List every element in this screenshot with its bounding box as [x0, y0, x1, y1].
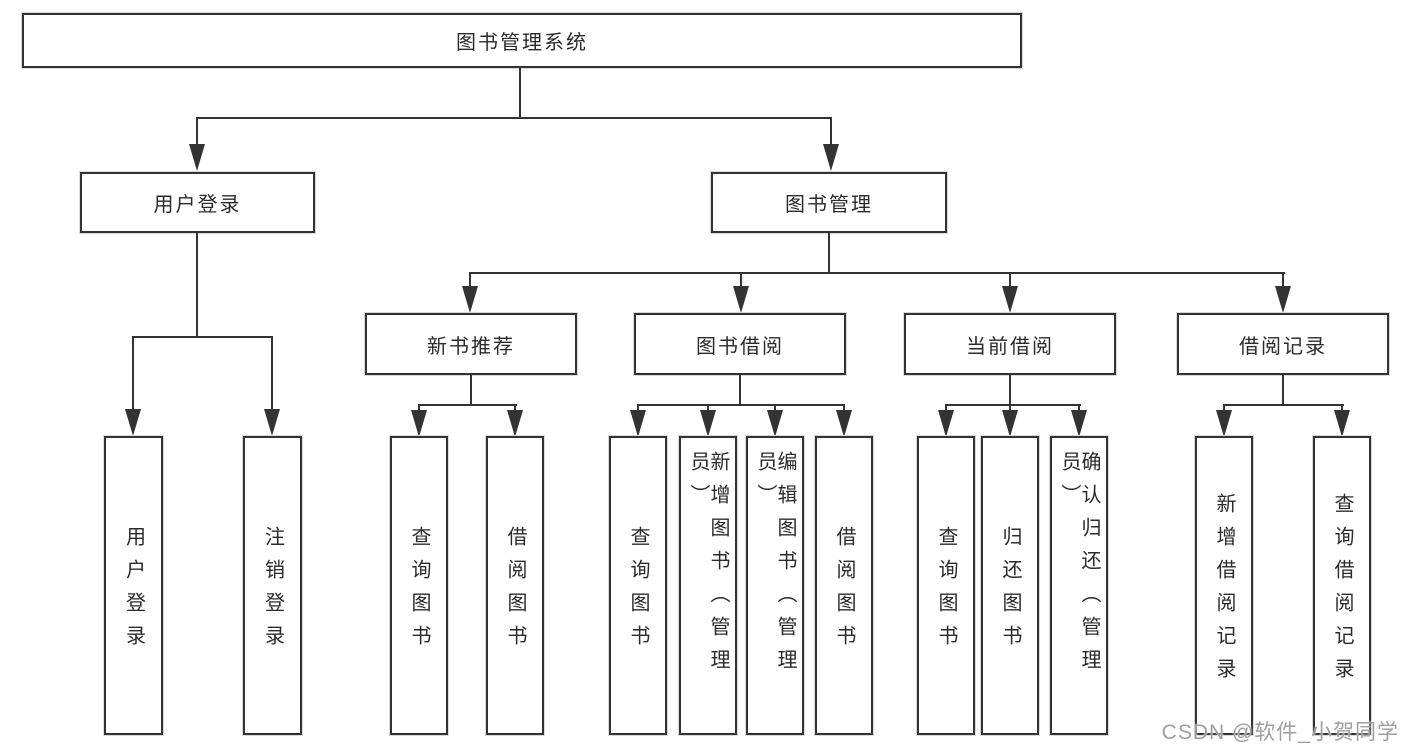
node-book-borrowing: 图书借阅 [634, 313, 846, 375]
node-current-borrowing: 当前借阅 [904, 313, 1116, 375]
arrow-down-icon [823, 144, 839, 171]
node-label: 图书管理 [785, 194, 873, 216]
connector-line [196, 117, 832, 119]
arrow-down-icon [1334, 410, 1350, 437]
arrow-down-icon [938, 410, 954, 437]
csdn-watermark: CSDN @软件_小贺同学 [1161, 721, 1399, 744]
leaf-label: 查询图书 [935, 526, 957, 658]
arrow-down-icon [1071, 410, 1087, 437]
connector-line [843, 404, 845, 412]
leaf-label: 借阅图书 [833, 526, 855, 658]
connector-line [470, 375, 472, 406]
connector-line [637, 404, 845, 406]
arrow-down-icon [1275, 286, 1291, 313]
connector-line [1078, 404, 1080, 412]
leaf-label: 新增借阅记录 [1213, 493, 1235, 691]
connector-line [418, 404, 420, 412]
connector-line [132, 336, 134, 410]
leaf-label: 归还图书 [999, 526, 1021, 658]
leaf-query-books-current: 查询图书 [917, 436, 975, 735]
connector-line [132, 336, 273, 338]
leaf-confirm-return-admin: 确认归还（管理员） [1050, 436, 1108, 735]
connector-line [830, 117, 832, 145]
arrow-down-icon [836, 410, 852, 437]
connector-line [196, 117, 198, 145]
leaf-label: 编辑图书（管理员） [754, 451, 796, 682]
connector-line [514, 404, 516, 412]
arrow-down-icon [189, 144, 205, 171]
leaf-logout: 注销登录 [243, 436, 302, 735]
leaf-label: 查询借阅记录 [1331, 493, 1353, 691]
leaf-query-borrow-record: 查询借阅记录 [1313, 436, 1371, 735]
node-new-book-recommend: 新书推荐 [365, 313, 577, 375]
connector-line [1282, 272, 1284, 287]
arrow-down-icon [733, 286, 749, 313]
leaf-label: 查询图书 [627, 526, 649, 658]
connector-line [1223, 404, 1344, 406]
arrow-down-icon [630, 410, 646, 437]
arrow-down-icon [125, 409, 141, 436]
node-label: 新书推荐 [427, 335, 515, 358]
arrow-down-icon [767, 410, 783, 437]
connector-line [1223, 404, 1225, 412]
connector-line [1009, 272, 1011, 287]
node-user-login: 用户登录 [80, 172, 315, 233]
arrow-down-icon [700, 410, 716, 437]
leaf-query-books-recommend: 查询图书 [390, 436, 448, 735]
connector-line [739, 375, 741, 406]
node-library-system: 图书管理系统 [22, 13, 1022, 68]
connector-line [945, 404, 947, 412]
arrow-down-icon [1002, 286, 1018, 313]
leaf-label: 新增图书（管理员） [687, 451, 729, 682]
connector-line [271, 336, 273, 410]
connector-line [418, 404, 517, 406]
arrow-down-icon [264, 409, 280, 436]
leaf-query-books-borrowing: 查询图书 [609, 436, 667, 735]
connector-line [1341, 404, 1343, 412]
leaf-user-login: 用户登录 [104, 436, 163, 735]
leaf-label: 注销登录 [261, 526, 284, 658]
leaf-add-books-admin: 新增图书（管理员） [679, 436, 737, 735]
connector-line [196, 233, 198, 338]
leaf-borrow-books: 借阅图书 [815, 436, 873, 735]
connector-line [469, 272, 1285, 274]
node-borrowing-records: 借阅记录 [1177, 313, 1389, 375]
connector-line [1009, 404, 1011, 412]
leaf-return-books: 归还图书 [981, 436, 1039, 735]
arrow-down-icon [411, 410, 427, 437]
node-label: 图书借阅 [696, 335, 784, 358]
connector-line [945, 404, 1081, 406]
node-label: 当前借阅 [966, 335, 1054, 358]
leaf-label: 确认归还（管理员） [1058, 451, 1100, 682]
connector-line [519, 67, 521, 119]
connector-line [637, 404, 639, 412]
arrow-down-icon [462, 286, 478, 313]
node-book-management: 图书管理 [711, 172, 947, 233]
arrow-down-icon [1002, 410, 1018, 437]
arrow-down-icon [1216, 410, 1232, 437]
connector-line [1009, 375, 1011, 406]
leaf-add-borrow-record: 新增借阅记录 [1195, 436, 1253, 735]
leaf-borrow-books-recommend: 借阅图书 [486, 436, 544, 735]
leaf-edit-books-admin: 编辑图书（管理员） [746, 436, 804, 735]
connector-line [740, 272, 742, 287]
connector-line [828, 233, 830, 274]
connector-line [774, 404, 776, 412]
connector-line [469, 272, 471, 287]
leaf-label: 借阅图书 [504, 526, 526, 658]
node-label: 图书管理系统 [456, 32, 588, 54]
connector-line [1282, 375, 1284, 406]
leaf-label: 查询图书 [408, 526, 430, 658]
node-label: 借阅记录 [1239, 335, 1327, 358]
node-label: 用户登录 [153, 194, 242, 216]
arrow-down-icon [507, 410, 523, 437]
leaf-label: 用户登录 [122, 526, 145, 658]
connector-line [707, 404, 709, 412]
